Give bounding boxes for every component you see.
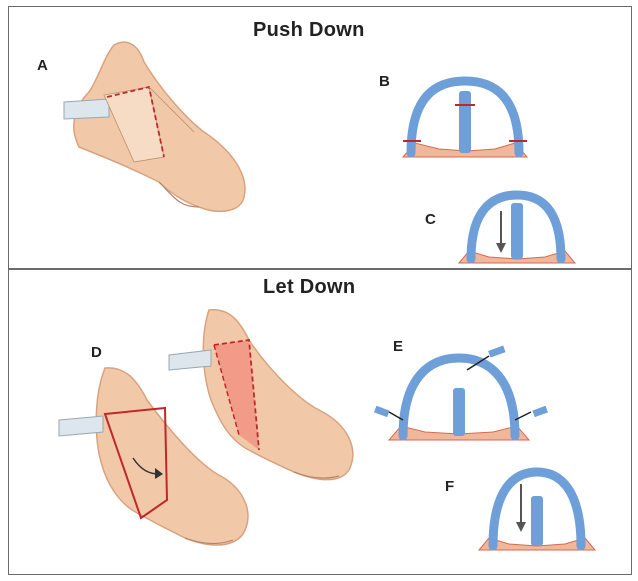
- push-down-panel: Push Down A B C: [8, 6, 632, 269]
- retractor-instrument: [59, 416, 103, 436]
- label-b: B: [379, 73, 390, 90]
- removed-piece: [532, 406, 548, 417]
- let-down-title: Let Down: [263, 276, 355, 299]
- septum-cartilage: [453, 388, 465, 436]
- label-f: F: [445, 478, 454, 495]
- arrow-down-icon: [516, 522, 526, 532]
- removed-piece: [488, 346, 505, 358]
- skin-shape: [74, 42, 245, 211]
- nose-profile-d-front: [45, 358, 285, 578]
- cross-section-e: [369, 348, 549, 448]
- retractor-instrument: [64, 99, 109, 119]
- cross-section-c: [455, 189, 585, 269]
- cross-section-f: [475, 466, 605, 556]
- nose-profile-a: [9, 7, 309, 257]
- arrow-down-icon: [496, 243, 506, 253]
- septum-cartilage: [511, 203, 523, 259]
- let-down-panel: Let Down D E F: [8, 269, 632, 575]
- septum-cartilage: [531, 496, 543, 546]
- label-c: C: [425, 211, 436, 228]
- septum-cartilage: [459, 91, 471, 153]
- cross-section-b: [397, 75, 537, 165]
- removed-piece: [374, 406, 390, 417]
